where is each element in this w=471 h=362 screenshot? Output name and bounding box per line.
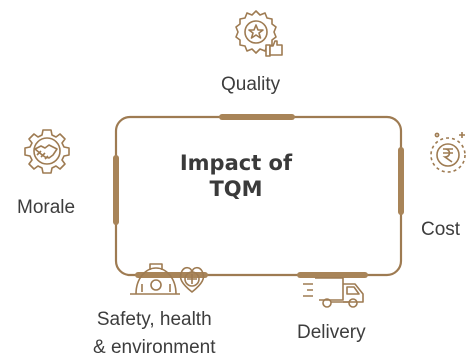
rupee-coin-icon — [430, 132, 466, 173]
node-morale-label: Morale — [17, 197, 76, 218]
center-title-line2: TQM — [209, 177, 263, 201]
center-title: Impact of TQM — [176, 150, 296, 202]
delivery-truck-icon — [303, 277, 364, 308]
award-badge-thumbs-up-icon — [235, 10, 283, 57]
node-safety-label-line2: & environment — [93, 337, 216, 358]
hard-hat-heart-icon — [130, 263, 205, 295]
center-title-line1: Impact of — [179, 151, 293, 175]
node-safety-label-line1: Safety, health — [96, 309, 212, 330]
node-quality-label: Quality — [221, 74, 281, 95]
node-delivery-label: Delivery — [297, 322, 366, 343]
gear-handshake-icon — [24, 129, 70, 174]
node-safety-label: Safety, health & environment — [93, 306, 216, 362]
node-cost-label: Cost — [421, 219, 461, 240]
